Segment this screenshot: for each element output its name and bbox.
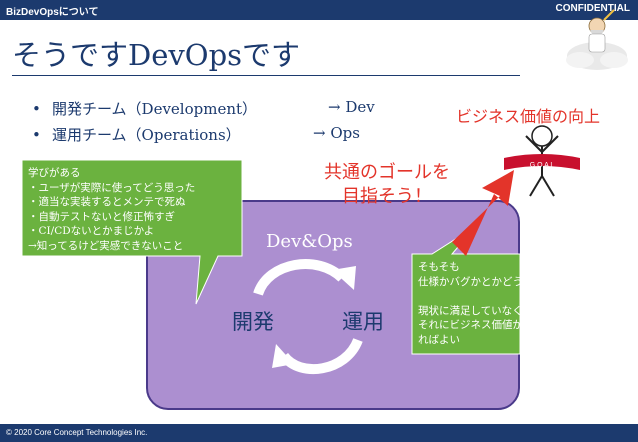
goal-figure-icon: G O A L — [504, 125, 580, 197]
slide-title: そうですDevOpsです — [12, 38, 301, 72]
right-callout-bubble — [411, 225, 521, 355]
goal-banner — [504, 154, 580, 170]
copyright-text: © 2020 Core Concept Technologies Inc. — [6, 428, 148, 437]
bullet-text: 開発チーム（Development） — [52, 100, 258, 118]
bullet-marker: • — [32, 100, 41, 118]
left-callout-bubble — [21, 159, 243, 305]
ops-label: 運用 — [342, 310, 384, 334]
cycle-arrowhead-bottom — [272, 344, 294, 368]
devops-label: Dev&Ops — [266, 231, 353, 252]
cycle-arrowhead-top — [332, 266, 356, 290]
bullet-text: 運用チーム（Operations） — [52, 126, 241, 144]
goal-banner-text: G O A L — [530, 162, 555, 169]
cycle-arrow-bottom — [279, 337, 363, 374]
cycle-arrow-top — [253, 259, 346, 296]
bullet-marker: • — [32, 126, 41, 144]
footer-bar: © 2020 Core Concept Technologies Inc. — [0, 424, 638, 442]
left-callout-text: 学びがある ・ユーザが実際に使ってどう思った ・適当な実装するとメンテで死ぬ ・… — [28, 167, 196, 252]
header-bar: BizDevOpsについて CONFIDENTIAL — [0, 0, 638, 20]
goal-arrow — [452, 170, 514, 256]
goal-message: 共通のゴールを 目指そう！ — [324, 162, 450, 207]
right-callout-text: そもそも 仕様かバグかとかどうでも良い 現状に満足していなくて それにビジネス価… — [418, 261, 576, 346]
deity-illustration-icon — [566, 9, 628, 70]
arrow-dev: → Dev — [328, 98, 375, 116]
title-divider — [12, 75, 520, 76]
bullet-development: • 開発チーム（Development） — [32, 98, 257, 119]
confidential-label: CONFIDENTIAL — [555, 3, 630, 14]
header-section-label: BizDevOpsについて — [6, 7, 99, 18]
arrow-ops: → Ops — [313, 124, 360, 142]
business-value-text: ビジネス価値の向上 — [456, 107, 601, 126]
bullet-operations: • 運用チーム（Operations） — [32, 124, 241, 145]
dev-label: 開発 — [232, 310, 274, 334]
